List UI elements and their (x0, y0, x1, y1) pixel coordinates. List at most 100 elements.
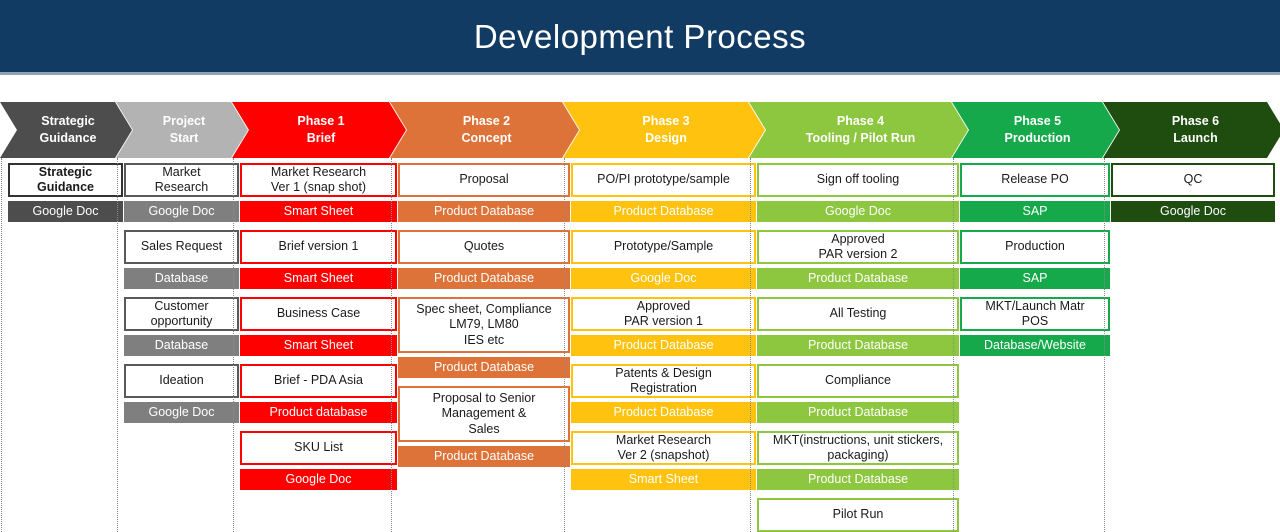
process-node[interactable]: Release PO (960, 163, 1110, 197)
process-node[interactable]: Prototype/Sample (571, 230, 756, 264)
process-node-source-tag[interactable]: Database (124, 335, 239, 356)
column-divider (1104, 158, 1105, 532)
process-node[interactable]: Quotes (398, 230, 570, 264)
process-node[interactable]: Sign off tooling (757, 163, 959, 197)
process-node-label: PO/PI prototype/sample (597, 172, 730, 187)
phase-chevron-subtitle: Start (169, 131, 199, 145)
process-node-source-tag[interactable]: Database/Website (960, 335, 1110, 356)
process-node-source-tag[interactable]: Product Database (571, 402, 756, 423)
process-node-source-tag[interactable]: Google Doc (757, 201, 959, 222)
process-node[interactable]: All Testing (757, 297, 959, 331)
process-node[interactable]: Production (960, 230, 1110, 264)
process-node-source-tag[interactable]: Product database (240, 402, 397, 423)
column-divider (233, 158, 234, 532)
process-node[interactable]: MKT(instructions, unit stickers,packagin… (757, 431, 959, 465)
process-node-source-tag[interactable]: Product Database (398, 446, 570, 467)
process-node-source-tag[interactable]: Smart Sheet (240, 335, 397, 356)
process-node-label: Brief version 1 (278, 239, 359, 254)
process-node-label: Proposal (459, 172, 509, 187)
process-node-source-tag[interactable]: Google Doc (1111, 201, 1275, 222)
process-node-source-tag[interactable]: Google Doc (124, 402, 239, 423)
phase-chevron-title: Phase 2 (462, 114, 511, 128)
process-node-source-tag[interactable]: Google Doc (8, 201, 123, 222)
process-node-source-tag[interactable]: Database (124, 268, 239, 289)
process-node-source-tag[interactable]: Product Database (398, 201, 570, 222)
phase-chevron-title: Phase 1 (297, 114, 345, 128)
process-node-source-tag[interactable]: SAP (960, 268, 1110, 289)
process-node-source-tag[interactable]: Product Database (571, 201, 756, 222)
process-node[interactable]: Sales Request (124, 230, 239, 264)
process-node[interactable]: Business Case (240, 297, 397, 331)
column-divider (953, 158, 954, 532)
process-node-label: Sales Request (140, 239, 223, 254)
column-phase-6-launch: QC Google Doc (1111, 158, 1275, 532)
process-node-label: MKT(instructions, unit stickers,packagin… (772, 432, 944, 463)
process-node-source-tag[interactable]: Product Database (398, 357, 570, 378)
column-divider (750, 158, 751, 532)
process-node-source-tag[interactable]: Google Doc (240, 469, 397, 490)
process-node[interactable]: QC (1111, 163, 1275, 197)
process-node-source-tag[interactable]: Smart Sheet (571, 469, 756, 490)
process-node-source-tag[interactable]: Smart Sheet (240, 201, 397, 222)
process-node-source-tag[interactable]: Product Database (757, 268, 959, 289)
phase-chevron-subtitle: Launch (1173, 131, 1218, 145)
process-node-label: Sign off tooling (816, 172, 900, 187)
process-node-source-tag[interactable]: Product Database (757, 402, 959, 423)
process-node-source-tag[interactable]: Product Database (757, 469, 959, 490)
process-node[interactable]: Compliance (757, 364, 959, 398)
process-node[interactable]: Brief - PDA Asia (240, 364, 397, 398)
header-divider (0, 72, 1280, 75)
process-node-source-tag[interactable]: Smart Sheet (240, 268, 397, 289)
process-node-label: Business Case (276, 306, 361, 321)
phase-chevron-7[interactable]: Phase 5 Production (952, 102, 1119, 158)
phase-chevron-subtitle: Production (1004, 131, 1071, 145)
process-node[interactable]: PO/PI prototype/sample (571, 163, 756, 197)
process-node-label: Pilot Run (832, 507, 884, 522)
process-node-source-tag[interactable]: Product Database (398, 268, 570, 289)
process-node-source-tag[interactable]: Product Database (757, 335, 959, 356)
process-node-source-tag[interactable]: SAP (960, 201, 1110, 222)
process-node[interactable]: Ideation (124, 364, 239, 398)
process-node-source-tag[interactable]: Google Doc (571, 268, 756, 289)
process-node-label: Compliance (824, 373, 891, 388)
process-node-label: Brief - PDA Asia (274, 373, 363, 388)
process-node-source-tag[interactable]: Google Doc (124, 201, 239, 222)
process-node-label: QC (1183, 172, 1203, 187)
process-node[interactable]: Proposal (398, 163, 570, 197)
process-node[interactable]: Pilot Run (757, 498, 959, 532)
phase-chevron-title: Phase 5 (1013, 114, 1062, 128)
process-node[interactable]: SKU List (240, 431, 397, 465)
process-node-source-tag[interactable]: Product Database (571, 335, 756, 356)
process-node[interactable]: Brief version 1 (240, 230, 397, 264)
